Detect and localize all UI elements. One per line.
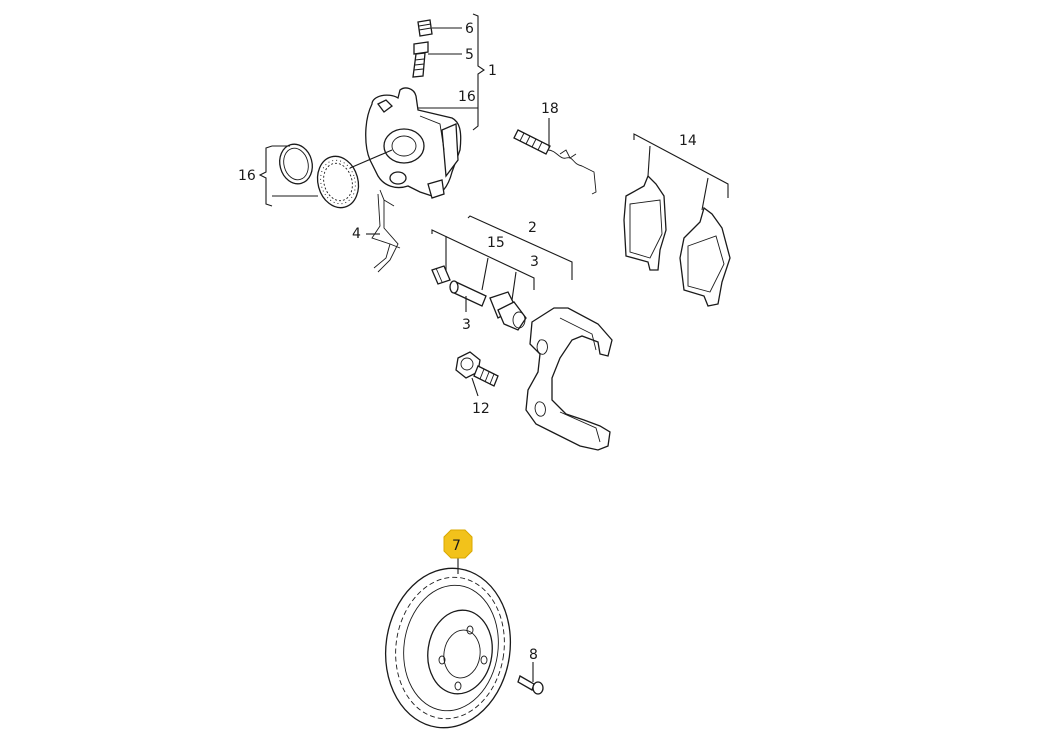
callout-15[interactable]: 15 bbox=[487, 235, 505, 251]
bracket-2 bbox=[467, 215, 573, 280]
callout-1[interactable]: 1 bbox=[488, 63, 497, 79]
callout-2[interactable]: 2 bbox=[528, 220, 537, 236]
leader-12 bbox=[471, 377, 479, 397]
leader-16-caliper bbox=[349, 149, 393, 169]
callout-7-highlight[interactable]: 7 bbox=[443, 529, 473, 559]
part-1-caliper-housing[interactable] bbox=[365, 87, 462, 199]
part-2-caliper-carrier[interactable] bbox=[525, 307, 613, 451]
part-4-retaining-spring[interactable] bbox=[371, 189, 401, 273]
leader-14b bbox=[701, 177, 709, 211]
bracket-14 bbox=[633, 133, 729, 198]
part-18-wear-sensor[interactable] bbox=[513, 129, 597, 195]
callout-3-pin[interactable]: 3 bbox=[462, 317, 471, 333]
callout-16-seal[interactable]: 16 bbox=[238, 168, 256, 184]
callout-12[interactable]: 12 bbox=[472, 401, 490, 417]
bracket-1 bbox=[472, 13, 485, 131]
callout-14[interactable]: 14 bbox=[679, 133, 697, 149]
callout-8[interactable]: 8 bbox=[529, 647, 538, 663]
part-16-seal-kit[interactable] bbox=[275, 141, 364, 213]
part-7-brake-disc[interactable] bbox=[375, 560, 520, 736]
part-15-guide-pin-set[interactable] bbox=[431, 265, 527, 331]
callout-4[interactable]: 4 bbox=[352, 226, 361, 242]
part-5-bleed-screw[interactable] bbox=[412, 41, 429, 78]
part-8-disc-screw[interactable] bbox=[517, 675, 544, 695]
leader-15-pin bbox=[481, 257, 489, 291]
callout-3-carrier[interactable]: 3 bbox=[530, 254, 539, 270]
callout-7[interactable]: 7 bbox=[452, 538, 461, 554]
part-14-brake-pads[interactable] bbox=[623, 174, 731, 307]
leader-14a bbox=[647, 145, 651, 177]
bracket-16b bbox=[258, 145, 273, 207]
leader-15-boot bbox=[511, 271, 517, 301]
callout-16-caliper[interactable]: 16 bbox=[458, 89, 476, 105]
callout-6[interactable]: 6 bbox=[465, 21, 474, 37]
callout-18[interactable]: 18 bbox=[541, 101, 559, 117]
callout-5[interactable]: 5 bbox=[465, 47, 474, 63]
part-12-bolt[interactable] bbox=[455, 351, 499, 387]
part-6-bleed-cap[interactable] bbox=[417, 19, 433, 37]
bracket-15 bbox=[431, 229, 535, 290]
